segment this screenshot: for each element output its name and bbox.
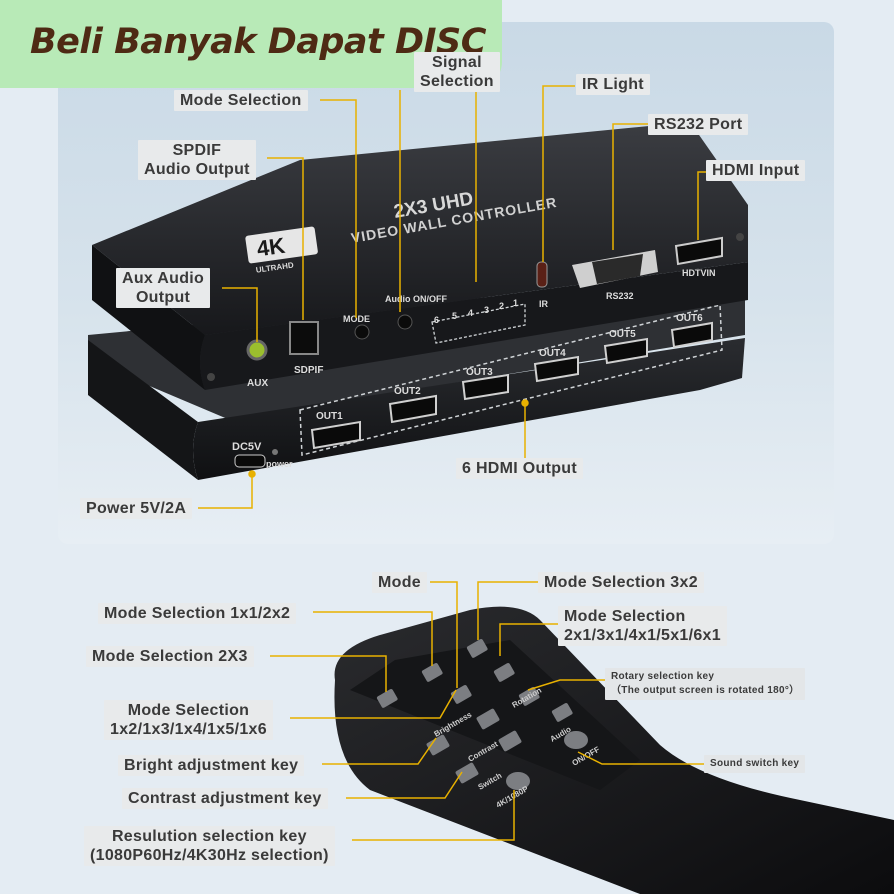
svg-text:3: 3 xyxy=(484,305,489,315)
hdmi-output-ports: OUT1 OUT2 OUT3 OUT4 OUT5 OUT6 DC5V power xyxy=(232,313,713,469)
svg-text:6: 6 xyxy=(434,315,439,325)
svg-text:OUT5: OUT5 xyxy=(609,329,636,340)
svg-text:DC5V: DC5V xyxy=(232,441,262,453)
svg-text:MODE: MODE xyxy=(343,314,370,324)
label-rotary: Rotary selection key （The output screen … xyxy=(605,668,806,700)
label-signal-selection: Signal Selection xyxy=(414,52,500,92)
svg-text:AUX: AUX xyxy=(247,378,268,389)
svg-text:HDTVIN: HDTVIN xyxy=(682,268,716,278)
promo-banner-text: Beli Banyak Dapat DISC xyxy=(30,22,486,62)
svg-text:power: power xyxy=(266,459,293,469)
label-resolution: Resulution selection key (1080P60Hz/4K30… xyxy=(84,826,335,866)
label-sound: Sound switch key xyxy=(704,755,806,773)
svg-text:IR: IR xyxy=(539,299,549,309)
label-mode: Mode xyxy=(372,572,427,593)
signal-led-box xyxy=(431,303,526,344)
label-mode-selection: Mode Selection xyxy=(174,90,308,111)
leader-lines xyxy=(198,85,708,841)
aux-jack xyxy=(246,339,268,361)
label-hdmi-output: 6 HDMI Output xyxy=(456,458,583,479)
label-mode-2x1: Mode Selection 2x1/3x1/4x1/5x1/6x1 xyxy=(558,606,727,646)
svg-text:OUT6: OUT6 xyxy=(676,313,703,324)
label-mode-1x1: Mode Selection 1x1/2x2 xyxy=(98,603,297,624)
svg-text:OUT4: OUT4 xyxy=(539,348,566,359)
svg-text:4: 4 xyxy=(468,308,473,318)
label-power: Power 5V/2A xyxy=(80,498,193,519)
svg-text:SDPIF: SDPIF xyxy=(294,365,323,376)
label-rs232-port: RS232 Port xyxy=(648,114,749,135)
label-aux-output: Aux Audio Output xyxy=(116,268,211,308)
rs232-port xyxy=(572,250,658,288)
label-mode-2x3: Mode Selection 2X3 xyxy=(86,646,254,667)
label-mode-1x2: Mode Selection 1x2/1x3/1x4/1x5/1x6 xyxy=(104,700,273,740)
spdif-port xyxy=(289,321,319,355)
hdmi-input-port xyxy=(674,236,723,266)
svg-text:RS232: RS232 xyxy=(606,291,634,301)
svg-text:Audio ON/OFF: Audio ON/OFF xyxy=(385,294,447,304)
svg-text:OUT2: OUT2 xyxy=(394,386,421,397)
audio-button xyxy=(397,314,413,330)
svg-text:OUT1: OUT1 xyxy=(316,411,343,422)
label-spdif-output: SPDIF Audio Output xyxy=(138,140,256,180)
label-contrast: Contrast adjustment key xyxy=(122,788,328,809)
svg-text:OUT3: OUT3 xyxy=(466,367,493,378)
upper-unit: 4K ULTRAHD 2X3 UHD VIDEO WALL CONTROLLER… xyxy=(92,122,748,390)
ir-window xyxy=(536,261,548,288)
svg-text:5: 5 xyxy=(452,311,457,321)
label-mode-3x2: Mode Selection 3x2 xyxy=(538,572,704,593)
label-hdmi-input: HDMI Input xyxy=(706,160,806,181)
label-ir-light: IR Light xyxy=(576,74,650,95)
remote-control: Brightness Contrast Switch 4K/1080P Audi… xyxy=(334,606,894,894)
svg-text:1: 1 xyxy=(513,298,518,308)
mode-button xyxy=(354,324,370,340)
label-bright: Bright adjustment key xyxy=(118,755,305,776)
svg-text:4K: 4K xyxy=(255,233,286,262)
svg-text:2: 2 xyxy=(499,301,504,311)
